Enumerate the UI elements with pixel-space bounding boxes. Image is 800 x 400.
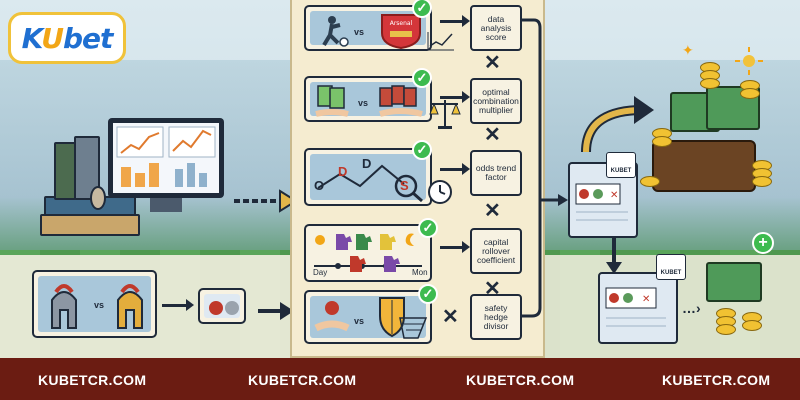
step-safety-hedge: vs [304,290,432,344]
mon-label: Mon [412,268,428,277]
arrow-icon [440,241,470,253]
sparkle-icon [735,47,763,75]
bracket-connector [522,18,568,318]
monitor-stand [150,198,182,212]
svg-text:✕: ✕ [642,294,650,305]
down-arrow-icon [606,238,622,274]
net-icon [399,317,428,339]
vs-label: vs [358,98,369,108]
cards-icon [379,85,423,117]
balance-scale-icon [429,100,461,129]
ticket-icon: ✕ [568,162,638,238]
rollover-timeline-icon [314,233,422,272]
check-icon: ✓ [412,140,432,160]
factor-label: odds trend factor [470,150,522,196]
arrow-icon [440,163,470,175]
check-icon: ✓ [412,68,432,88]
flow-arrow-icon [258,302,294,320]
sun-icon [315,235,325,245]
odds-letter: D [338,164,348,179]
ticket-icon: ✕ [598,272,678,344]
factor-label: safety hedge divisor [470,294,522,340]
kubet-badge: KUBET [656,254,686,280]
arsenal-crest-icon: Arsenal [381,14,421,49]
odds-trend-icon [317,164,423,203]
flow-arrow-icon [234,189,298,213]
star-icon: ✦ [682,42,694,58]
soccer-player-icon [322,16,349,47]
helmet-comparison-card: vs [32,270,157,338]
multiply-icon: ✕ [442,306,459,328]
footer-link[interactable]: KUBETCR.COM [466,372,575,388]
plus-icon: + [752,232,774,254]
footer-bar: KUBETCR.COM KUBETCR.COM KUBETCR.COM KUBE… [0,358,800,400]
check-icon: ✓ [412,0,432,18]
cards-icon [315,85,349,117]
footer-link[interactable]: KUBETCR.COM [38,372,147,388]
helmet-ticket-card [198,288,246,324]
vs-label: vs [354,27,365,37]
multiply-icon: ✕ [484,124,501,146]
shield-icon [379,297,428,339]
svg-text:✕: ✕ [610,190,618,201]
multiply-icon: ✕ [484,52,501,74]
step-data-analysis: vs Arsenal [304,5,432,51]
check-icon: ✓ [418,218,438,238]
step-combination: vs [304,76,432,122]
kubet-logo[interactable]: KUbet [8,12,126,64]
monitor-chart-icon [108,118,224,198]
arrow-icon [162,299,194,311]
factor-label: capital rollover coefficient [470,228,522,274]
arrow-icon [440,91,470,103]
spartan-helmet-icon [51,284,77,329]
vs-label: vs [354,316,365,326]
step-capital-rollover: Day Mon [304,224,432,282]
logo-text: KUbet [21,21,114,55]
arrow-icon [440,15,470,27]
arsenal-text: Arsenal [390,20,413,27]
day-label: Day [313,268,328,277]
footer-link[interactable]: KUBETCR.COM [248,372,357,388]
dots-arrow-icon: …› [682,300,701,316]
moon-icon [405,233,414,246]
footer-link[interactable]: KUBETCR.COM [662,372,771,388]
magnifier-icon [394,174,418,198]
coin-hand-icon [314,301,350,332]
kubet-badge: KUBET [606,152,636,178]
check-icon: ✓ [418,284,438,304]
factor-label: optimal combination multiplier [470,78,522,124]
trend-chart-icon [427,32,454,51]
odds-letter: D [362,156,372,171]
up-arrow-icon [581,96,654,153]
factor-label: data analysis score [470,5,522,51]
odds-letter: S [400,178,409,193]
step-odds-trend: O D D S [304,148,432,206]
multiply-icon: ✕ [484,200,501,222]
spartan-helmet-icon [117,284,143,329]
clock-icon [428,180,452,204]
vs-label: vs [94,300,105,310]
odds-letter: O [314,178,325,193]
